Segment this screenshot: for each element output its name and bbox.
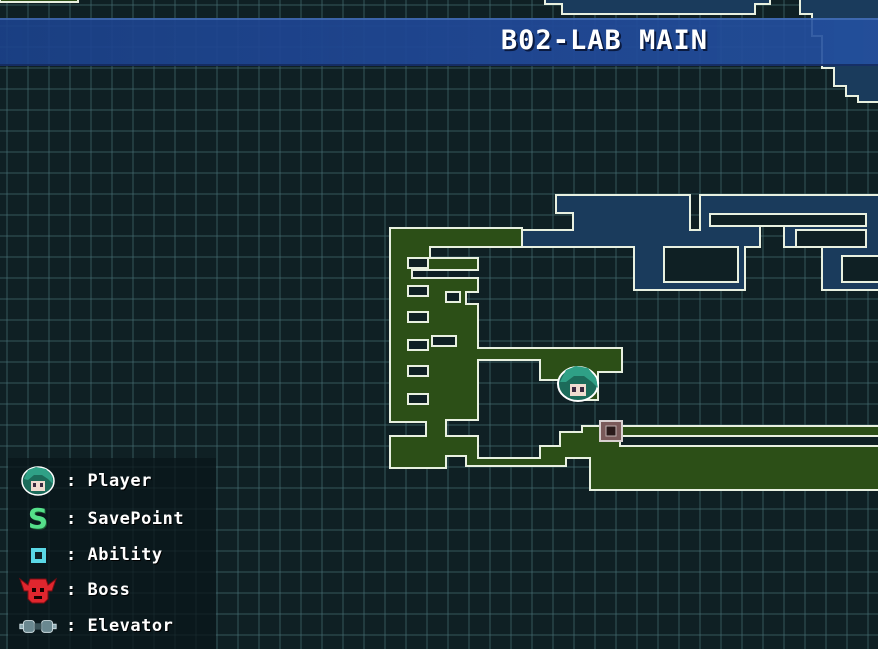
- player-marker: [557, 366, 599, 402]
- legend-label-player: : Player: [66, 471, 152, 491]
- room-unexplored-notch-1: [663, 246, 739, 283]
- legend-item-ability: : Ability: [18, 540, 163, 570]
- room-unexplored-notch-3: [795, 229, 867, 248]
- corridor-inner-gap: [619, 435, 878, 447]
- shaft-gap-2: [407, 285, 429, 297]
- boss-icon: [18, 575, 58, 605]
- legend-item-player: : Player: [18, 466, 152, 496]
- room-explored-main: [389, 227, 878, 491]
- legend-item-savepoint: S : SavePoint: [18, 504, 184, 534]
- legend-item-boss: : Boss: [18, 575, 130, 605]
- shaft-gap-6: [407, 393, 429, 405]
- legend-label-savepoint: : SavePoint: [66, 509, 185, 529]
- player-head-icon: [18, 466, 58, 496]
- room-top-center-fragment: [544, 0, 771, 15]
- ability-icon: [18, 540, 58, 570]
- save-point-icon: S: [18, 504, 58, 534]
- save-point-glyph: S: [27, 502, 49, 535]
- shaft-gap-8: [445, 291, 461, 303]
- shaft-gap-7: [431, 335, 457, 347]
- shaft-gap-4: [407, 339, 429, 351]
- shaft-gap-5: [407, 365, 429, 377]
- legend-label-ability: : Ability: [66, 545, 163, 565]
- legend-label-boss: : Boss: [66, 580, 131, 600]
- area-title-banner: B02-LAB MAIN: [0, 18, 878, 66]
- area-title: B02-LAB MAIN: [500, 25, 708, 56]
- room-unexplored-notch-4: [841, 255, 878, 283]
- room-unexplored-notch-2: [709, 213, 867, 227]
- shaft-gap-1: [407, 257, 429, 269]
- legend-item-elevator: : Elevator: [18, 611, 173, 641]
- map-legend: : Player S : SavePoint : Ability: [8, 458, 216, 649]
- elevator-icon: [18, 611, 58, 641]
- legend-label-elevator: : Elevator: [66, 616, 174, 636]
- room-top-left-fragment: [0, 0, 79, 3]
- elevator-marker: [599, 420, 623, 442]
- shaft-gap-3: [407, 311, 429, 323]
